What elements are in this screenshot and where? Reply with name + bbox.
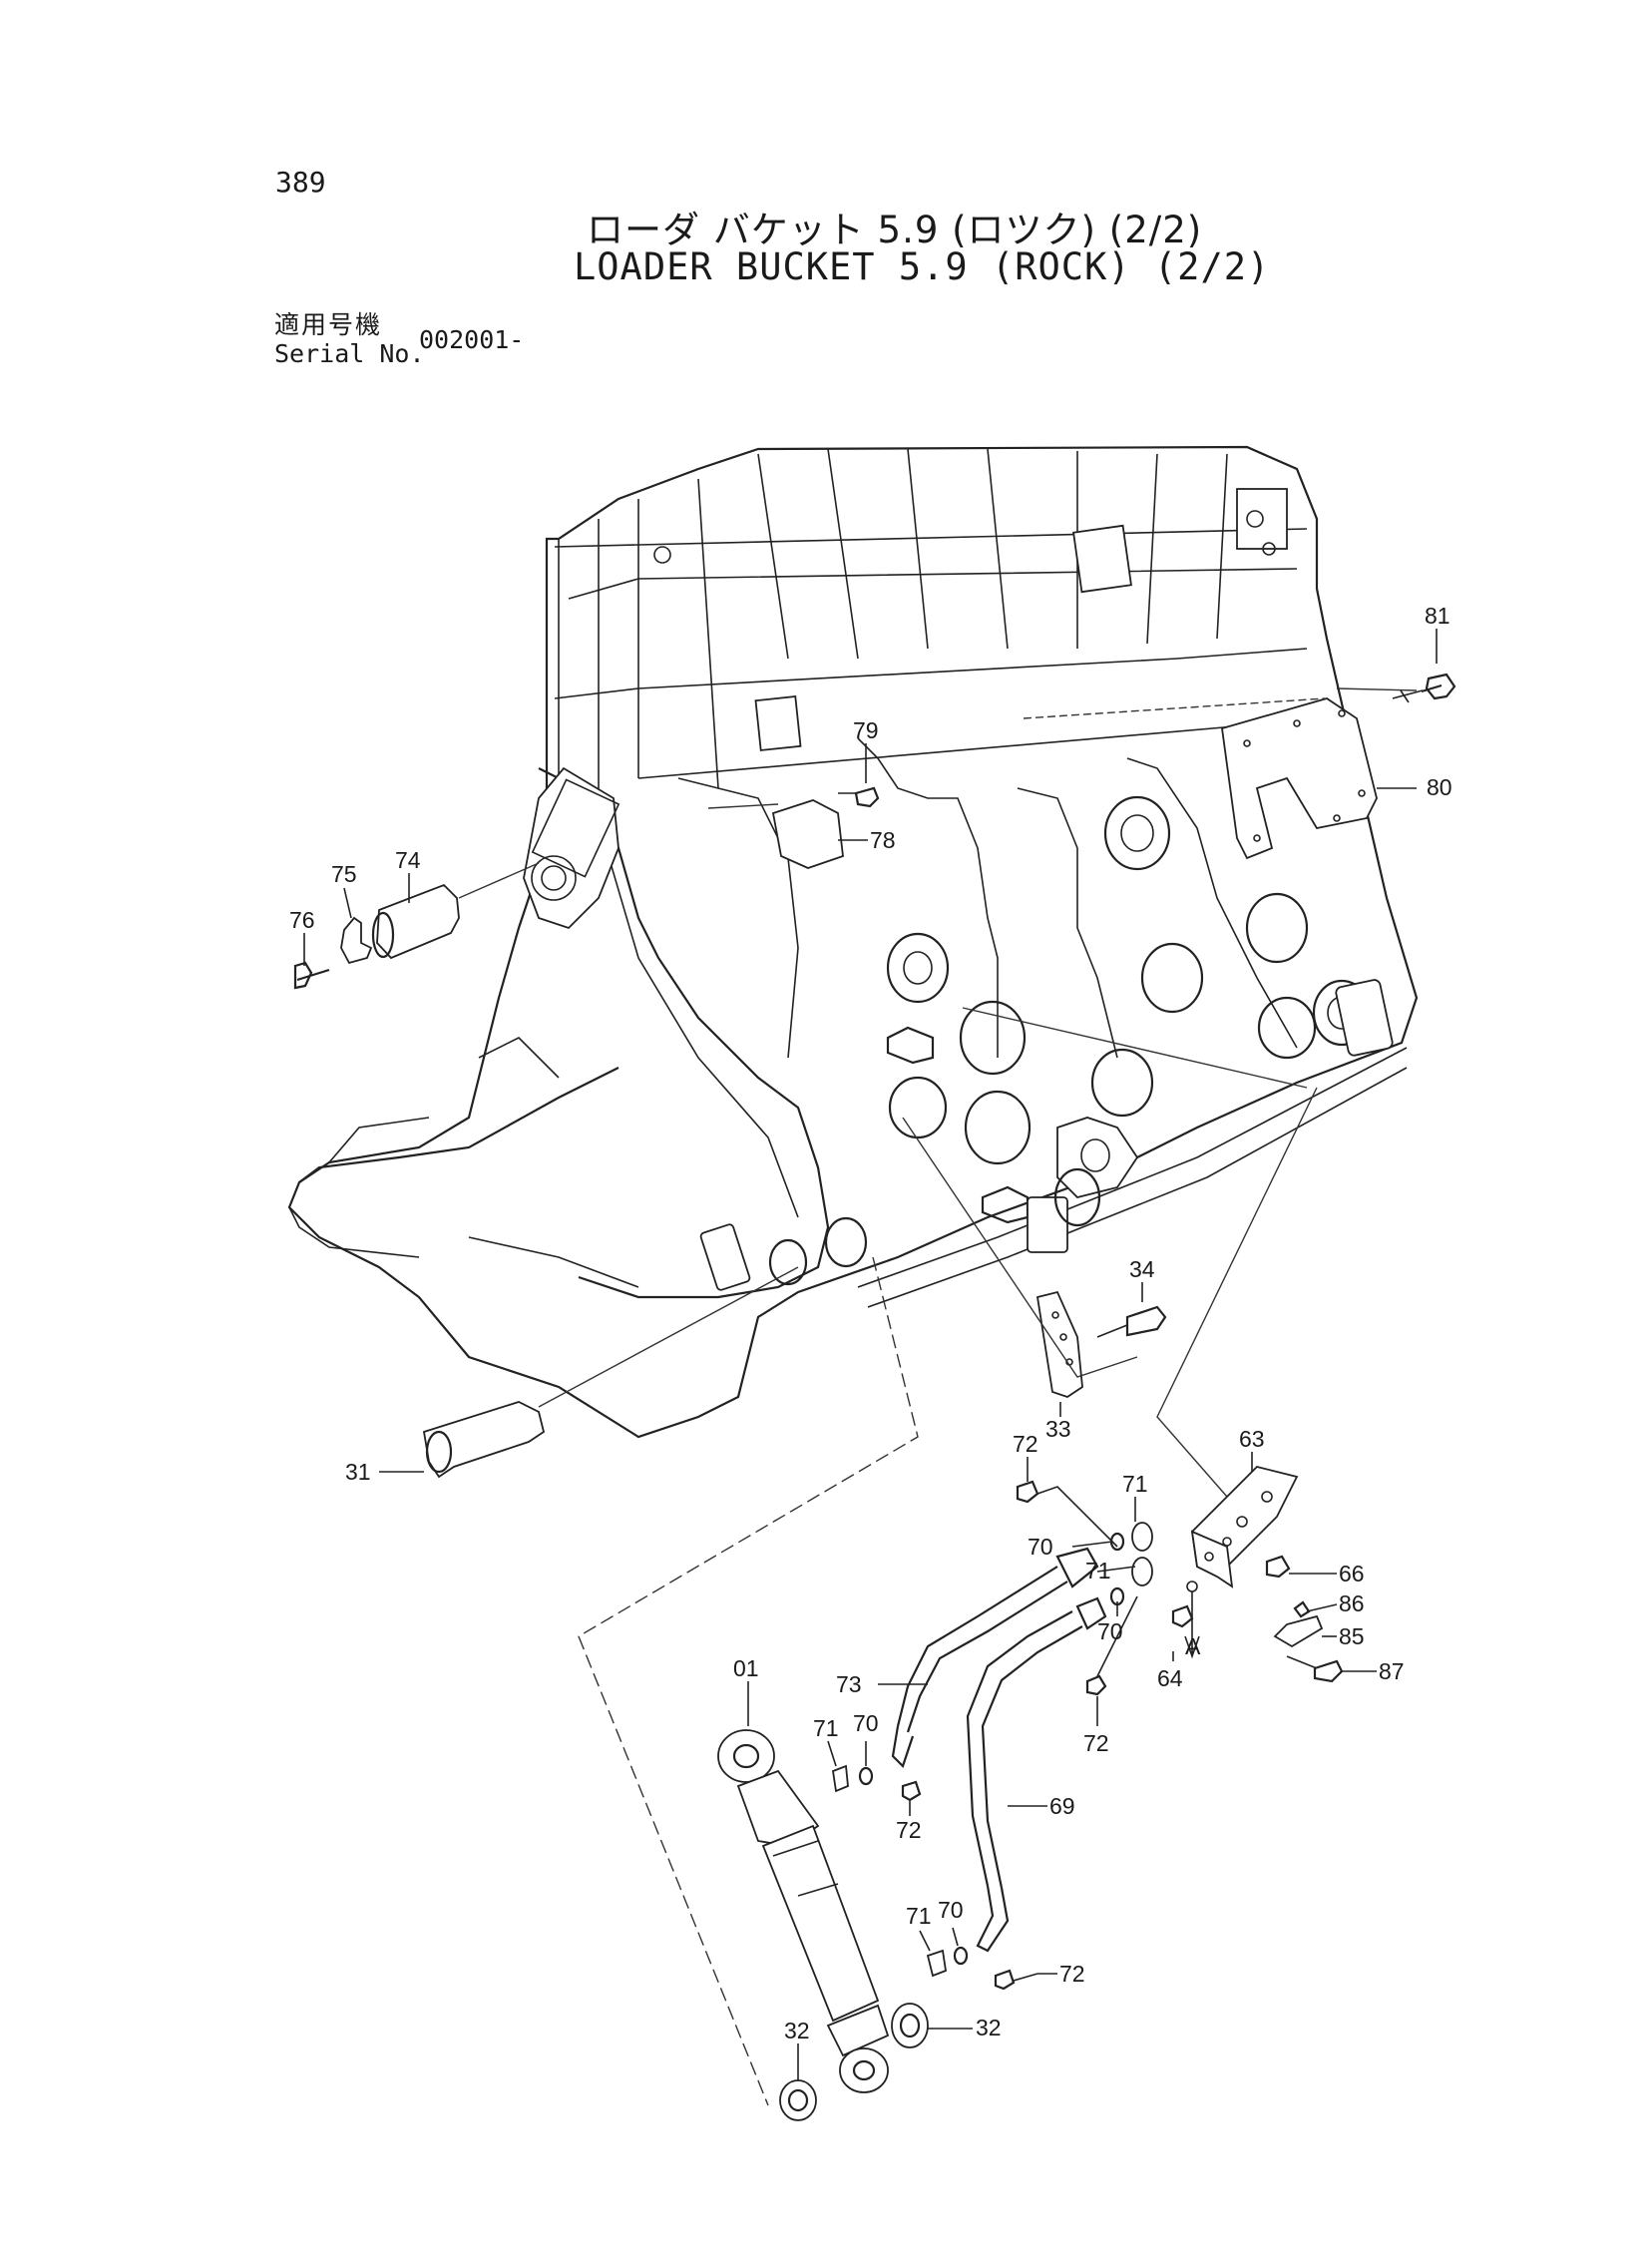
callout-72: 72 (1083, 1730, 1109, 1756)
plate-78-drawing (707, 786, 880, 869)
leader-lines (303, 629, 1438, 2080)
callout-78: 78 (870, 827, 896, 853)
callout-70: 70 (853, 1710, 879, 1736)
callout-32: 32 (976, 2015, 1002, 2040)
serial-label-japanese: 適用号機 (274, 310, 383, 339)
callout-76: 76 (289, 907, 315, 933)
valve-block-63-drawing (1171, 1466, 1344, 1683)
callout-63: 63 (1239, 1426, 1265, 1452)
callout-81: 81 (1425, 603, 1450, 629)
bucket-frame-drawing (287, 445, 1419, 1439)
callout-labels: 81 80 79 78 74 75 76 34 33 31 63 72 71 7… (289, 603, 1452, 2043)
cover-plate-80-drawing (1023, 673, 1456, 860)
callout-85: 85 (1339, 1623, 1365, 1649)
callout-71: 71 (1085, 1558, 1111, 1584)
bracket-33-drawing (1035, 1290, 1167, 1398)
pin-31-drawing (422, 1266, 799, 1479)
callout-31: 31 (345, 1459, 371, 1485)
callout-70: 70 (1097, 1618, 1123, 1644)
callout-73: 73 (836, 1671, 862, 1697)
callout-34: 34 (1129, 1256, 1155, 1282)
callout-80: 80 (1427, 774, 1452, 800)
callout-74: 74 (395, 847, 421, 873)
callout-71: 71 (906, 1903, 932, 1929)
cylinder-01-drawing (717, 1729, 929, 2121)
callout-69: 69 (1049, 1793, 1075, 1819)
callout-32: 32 (784, 2018, 810, 2043)
callout-86: 86 (1339, 1590, 1365, 1616)
pin-74-assembly-drawing (293, 862, 540, 990)
callout-66: 66 (1339, 1561, 1365, 1586)
page-number: 389 (275, 166, 326, 199)
callout-01: 01 (733, 1655, 759, 1681)
page-title-english: LOADER BUCKET 5.9 (ROCK) (2/2) (574, 245, 1271, 288)
callout-33: 33 (1045, 1416, 1071, 1442)
serial-label-english: Serial No. (274, 339, 425, 368)
callout-72: 72 (1013, 1431, 1038, 1457)
callout-75: 75 (331, 861, 357, 887)
callout-64: 64 (1157, 1665, 1183, 1691)
callout-79: 79 (853, 717, 879, 743)
callout-87: 87 (1379, 1658, 1405, 1684)
callout-70: 70 (1028, 1534, 1053, 1560)
page-title-japanese: ローダ バケット 5.9 (ロツク) (2/2) (587, 209, 1203, 251)
callout-70: 70 (938, 1897, 964, 1923)
callout-72: 72 (896, 1817, 922, 1843)
callout-72: 72 (1059, 1961, 1085, 1987)
hoses-drawing (891, 1547, 1107, 1953)
view-arrow-label: A (1185, 1633, 1201, 1659)
callout-71: 71 (813, 1715, 839, 1741)
callout-71: 71 (1122, 1471, 1148, 1497)
serial-number-value: 002001- (419, 325, 525, 354)
